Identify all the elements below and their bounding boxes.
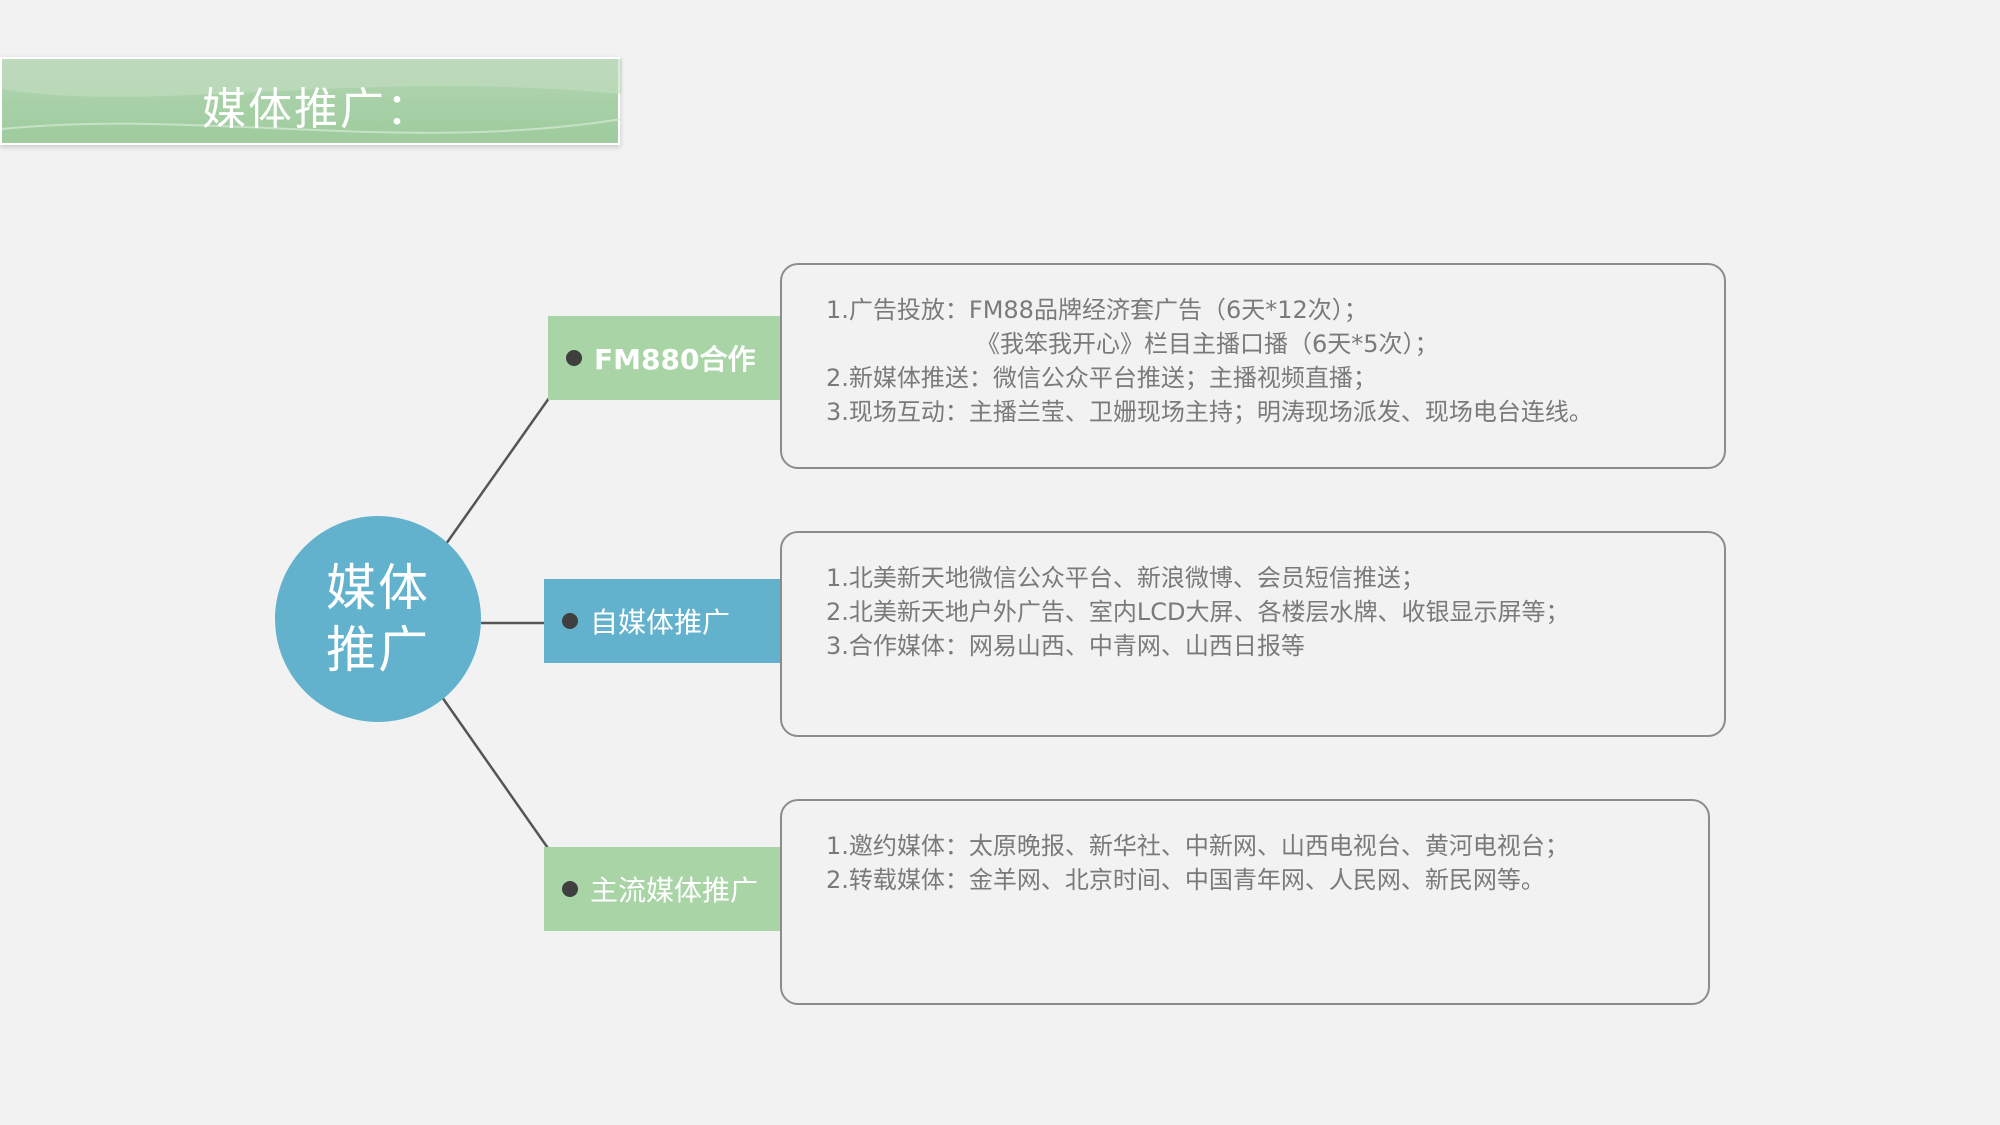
slide-title: 媒体推广： (202, 84, 432, 135)
card-line: 3.合作媒体：网易山西、中青网、山西日报等 (826, 632, 1305, 660)
card-line: 1.北美新天地微信公众平台、新浪微博、会员短信推送； (826, 564, 1425, 592)
card-line: 2.北美新天地户外广告、室内LCD大屏、各楼层水牌、收银显示屏等； (826, 598, 1570, 626)
hub-circle: 媒体 推广 (275, 516, 481, 722)
branch-label: 主流媒体推广 (590, 874, 759, 907)
banner-wave-decoration (2, 59, 622, 134)
branch-mainstream-media: 主流媒体推广 (544, 847, 780, 931)
card-line: 《我笨我开心》栏目主播口播（6天*5次）； (976, 330, 1439, 358)
branch-bullet-dot (562, 613, 578, 629)
card-line: 2.新媒体推送：微信公众平台推送；主播视频直播； (826, 364, 1377, 392)
hub-label-line2: 推广 (326, 621, 430, 679)
hub-label-line1: 媒体 (326, 559, 430, 617)
branch-label: 自媒体推广 (590, 606, 731, 639)
card-self-media: 1.北美新天地微信公众平台、新浪微博、会员短信推送； 2.北美新天地户外广告、室… (780, 531, 1726, 737)
title-banner: 媒体推广： (0, 57, 622, 145)
card-line: 2.转载媒体：金羊网、北京时间、中国青年网、人民网、新民网等。 (826, 866, 1545, 894)
branch-label: FM880合作 (594, 343, 756, 376)
branch-bullet-dot (562, 881, 578, 897)
branch-bullet-dot (566, 350, 582, 366)
card-line: 1.邀约媒体：太原晚报、新华社、中新网、山西电视台、黄河电视台； (826, 832, 1569, 860)
card-mainstream-media: 1.邀约媒体：太原晚报、新华社、中新网、山西电视台、黄河电视台； 2.转载媒体：… (780, 799, 1710, 1005)
card-fm880: 1.广告投放：FM88品牌经济套广告（6天*12次）； 《我笨我开心》栏目主播口… (780, 263, 1726, 469)
card-line: 3.现场互动：主播兰莹、卫姗现场主持；明涛现场派发、现场电台连线。 (826, 398, 1593, 426)
branch-self-media: 自媒体推广 (544, 579, 780, 663)
card-line: 1.广告投放：FM88品牌经济套广告（6天*12次）； (826, 296, 1368, 324)
branch-fm880: FM880合作 (548, 316, 780, 400)
